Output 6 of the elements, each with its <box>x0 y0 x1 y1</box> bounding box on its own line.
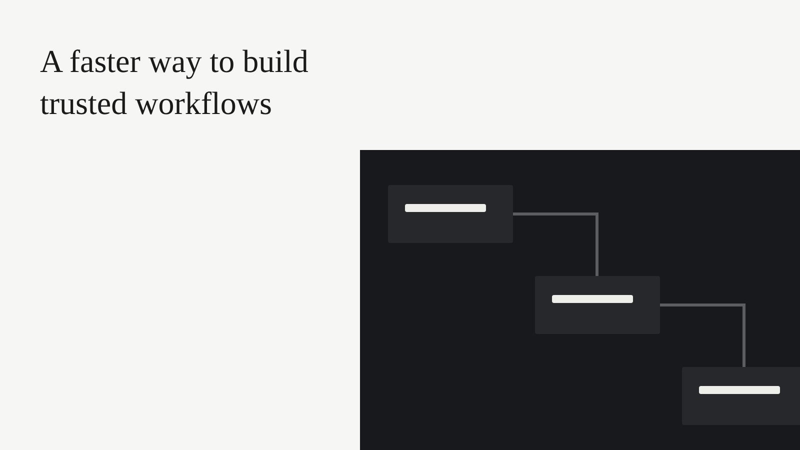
connector-line <box>660 304 746 367</box>
connector-line <box>513 212 598 276</box>
title: A faster way to build trusted workflows <box>40 42 310 123</box>
process-box <box>388 185 513 243</box>
process-box <box>682 367 800 425</box>
process-box <box>535 276 660 334</box>
